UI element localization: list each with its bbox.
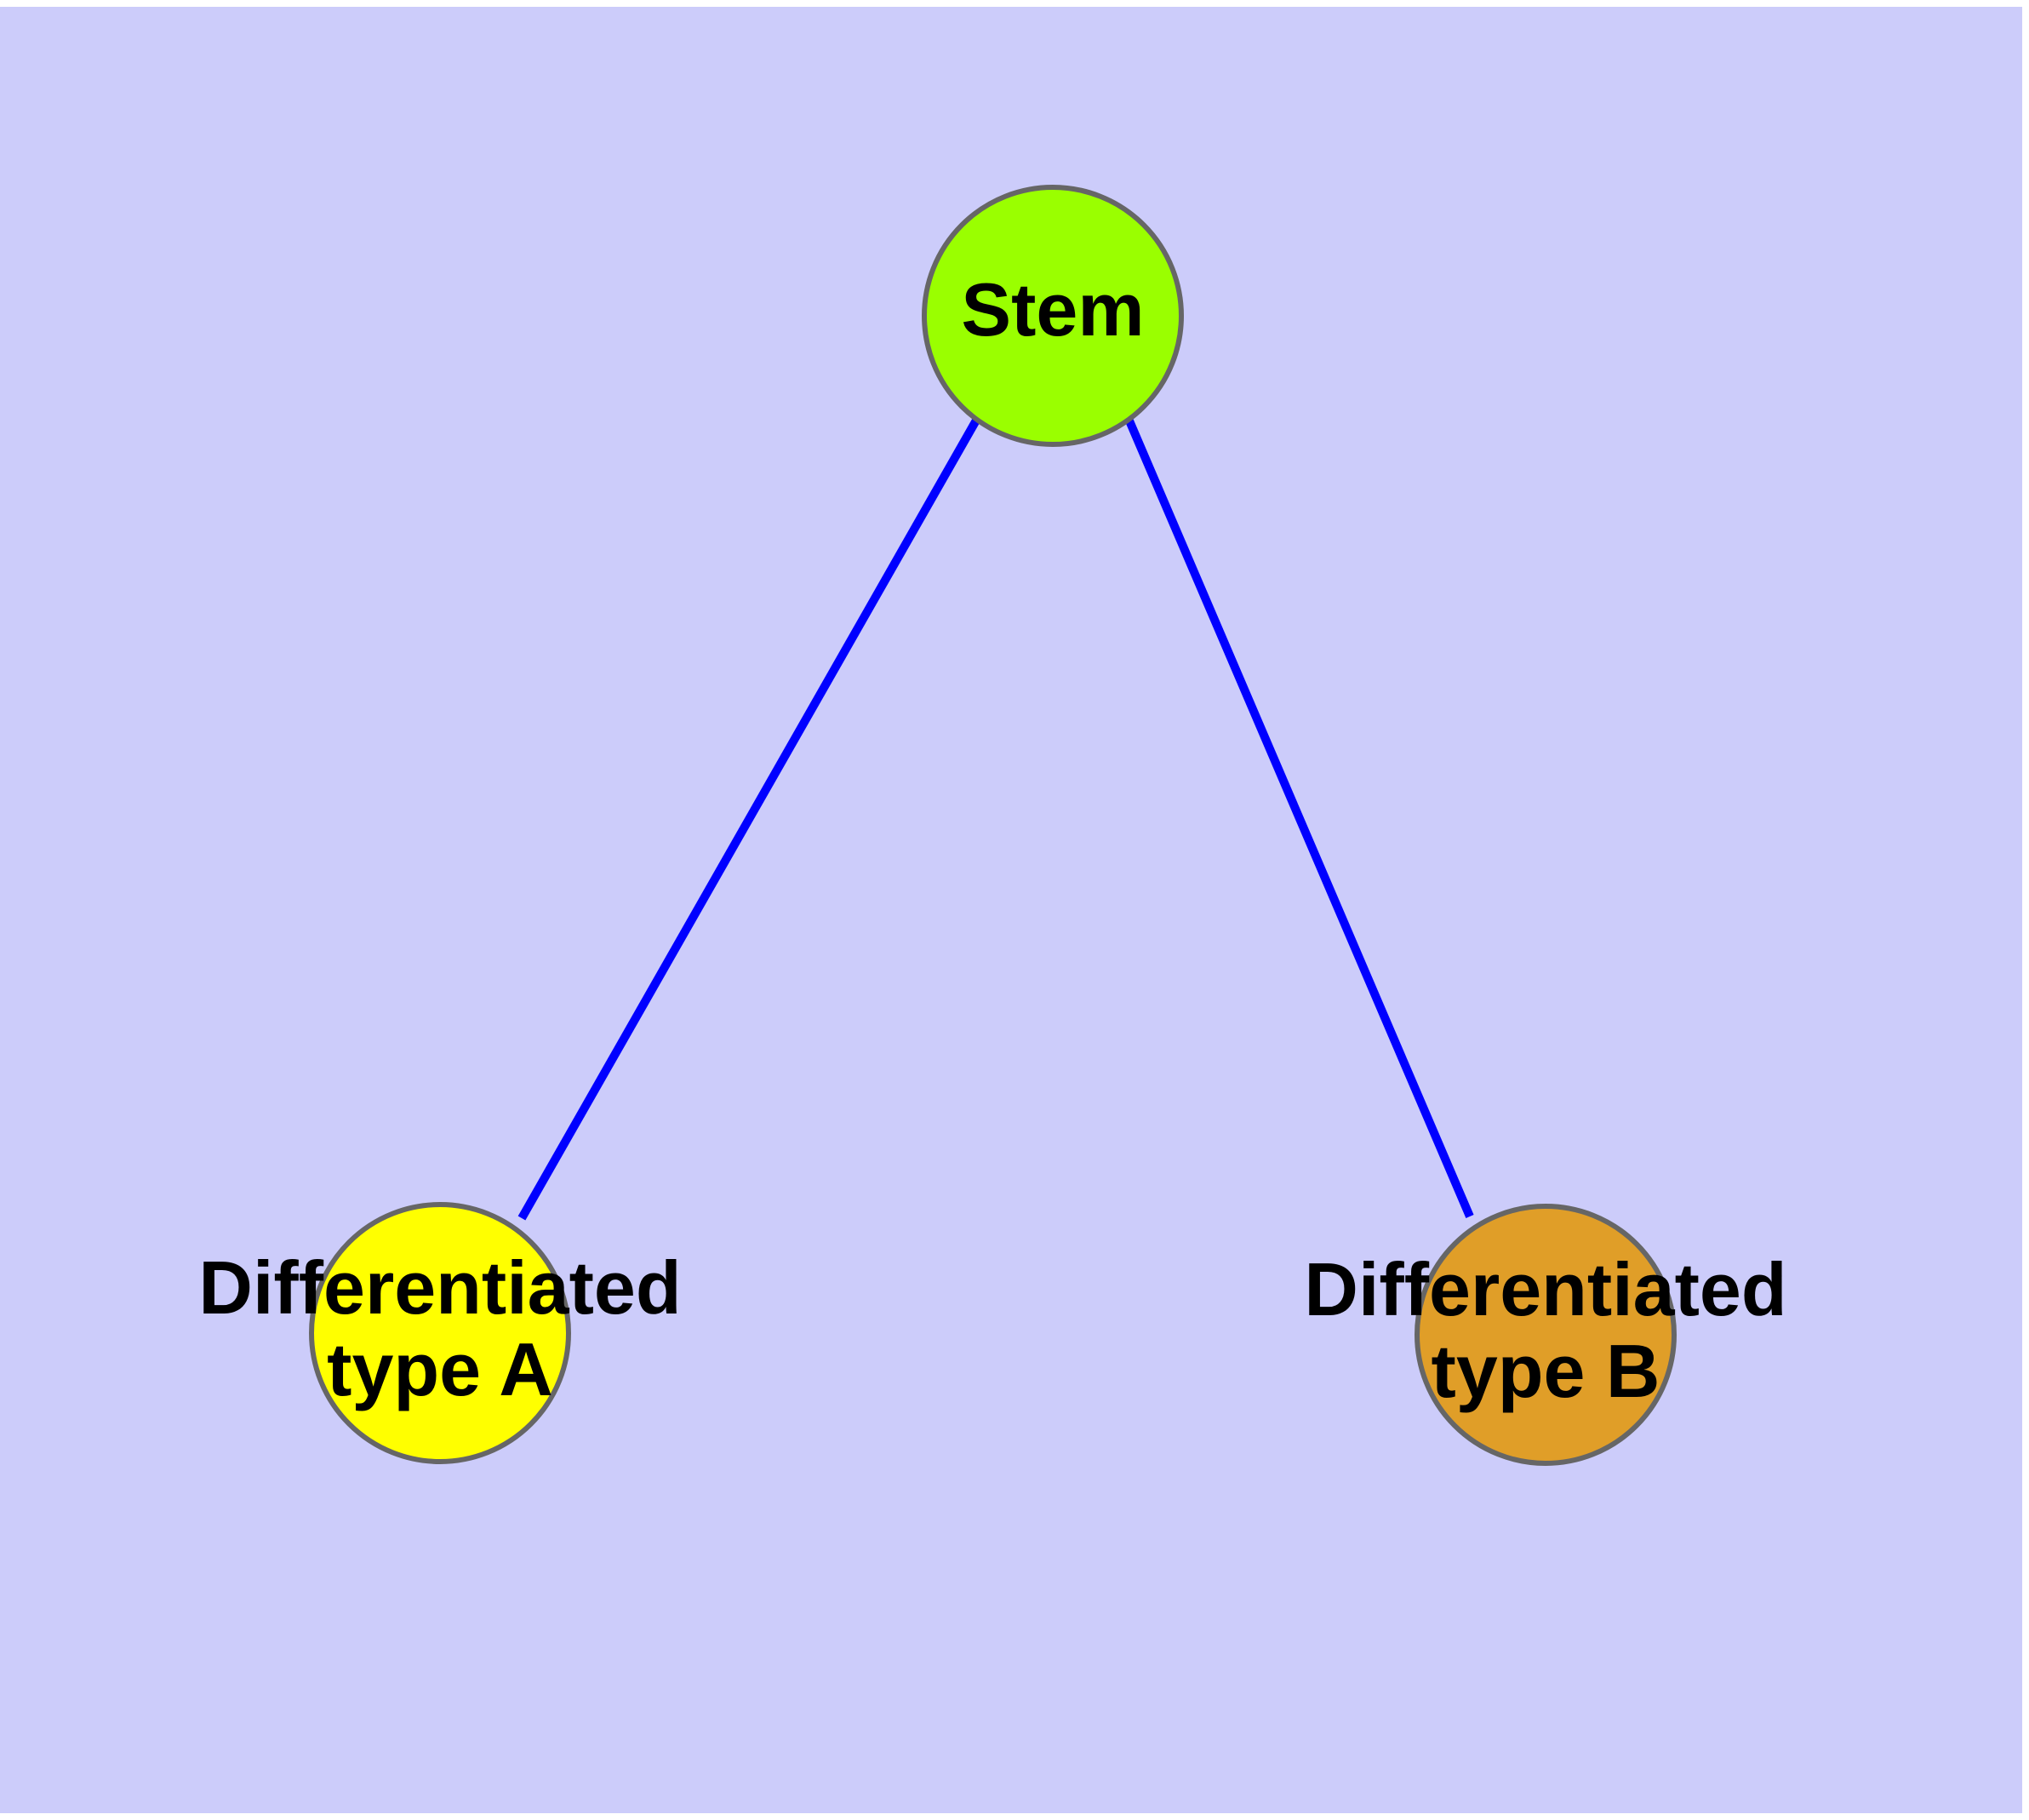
graph-edge-stem-to-diff-a[interactable] xyxy=(517,416,981,1221)
label-line: Differentiated xyxy=(198,1245,681,1330)
label-line: type A xyxy=(327,1327,553,1411)
graph-node-stem[interactable] xyxy=(922,185,1184,447)
edges-group xyxy=(517,416,1474,1221)
label-line: Stem xyxy=(961,267,1144,352)
label-line: Differentiated xyxy=(1304,1247,1786,1331)
graph-edge-stem-to-diff-b[interactable] xyxy=(1124,417,1474,1218)
graph-node-label-stem: Stem xyxy=(961,267,1144,352)
label-line: type B xyxy=(1432,1329,1660,1413)
graph-node-diff_a[interactable] xyxy=(309,1202,571,1464)
graph-node-diff_b[interactable] xyxy=(1415,1204,1677,1466)
